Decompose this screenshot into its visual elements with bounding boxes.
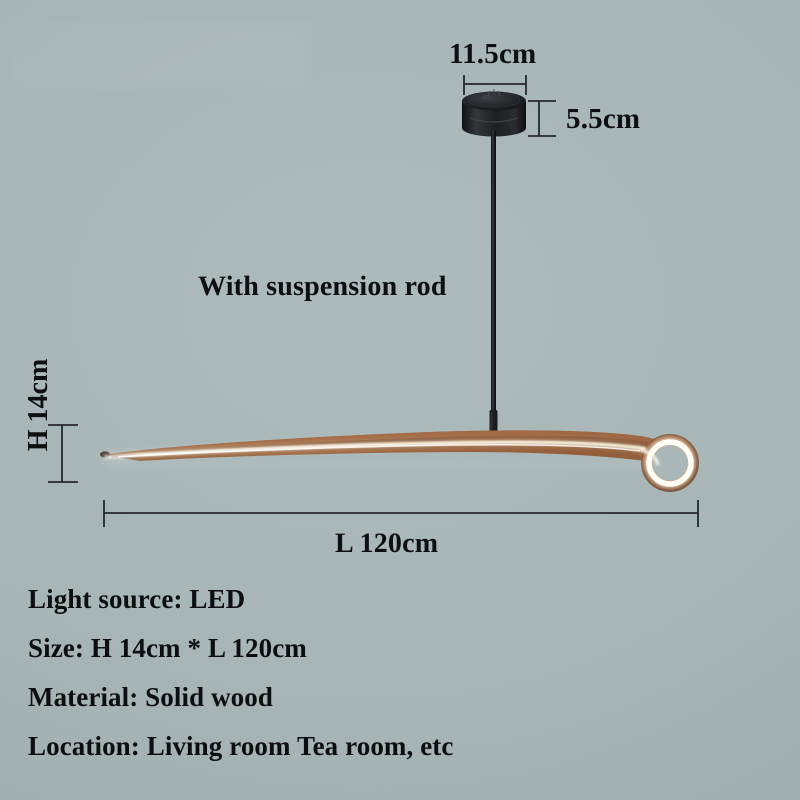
ceiling-canopy: [462, 89, 526, 137]
spec-location: Location: Living room Tea room, etc: [28, 731, 454, 761]
spec-size: Size: H 14cm * L 120cm: [28, 633, 307, 663]
dim-canopy-height: [528, 100, 556, 137]
dim-body-height: [48, 424, 78, 483]
spec-light-source: Light source: LED: [28, 584, 246, 614]
spec-material: Material: Solid wood: [28, 682, 273, 712]
annotation-suspension-rod: With suspension rod: [198, 271, 447, 302]
lamp-ring: [641, 434, 699, 492]
dimension-lines: [48, 75, 699, 527]
dimension-label-canopy-height: 5.5cm: [566, 103, 641, 135]
dim-canopy-width: [463, 75, 527, 95]
dimension-label-canopy-width: 11.5cm: [449, 38, 537, 70]
dimension-label-body-height: H 14cm: [23, 358, 54, 452]
dimension-label-body-length: L 120cm: [335, 528, 439, 559]
suspension-rod: [489, 130, 498, 435]
wooden-lamp-body: [100, 430, 699, 492]
specification-list: Light source: LED Size: H 14cm * L 120cm…: [28, 586, 772, 782]
dim-body-length: [103, 500, 699, 527]
